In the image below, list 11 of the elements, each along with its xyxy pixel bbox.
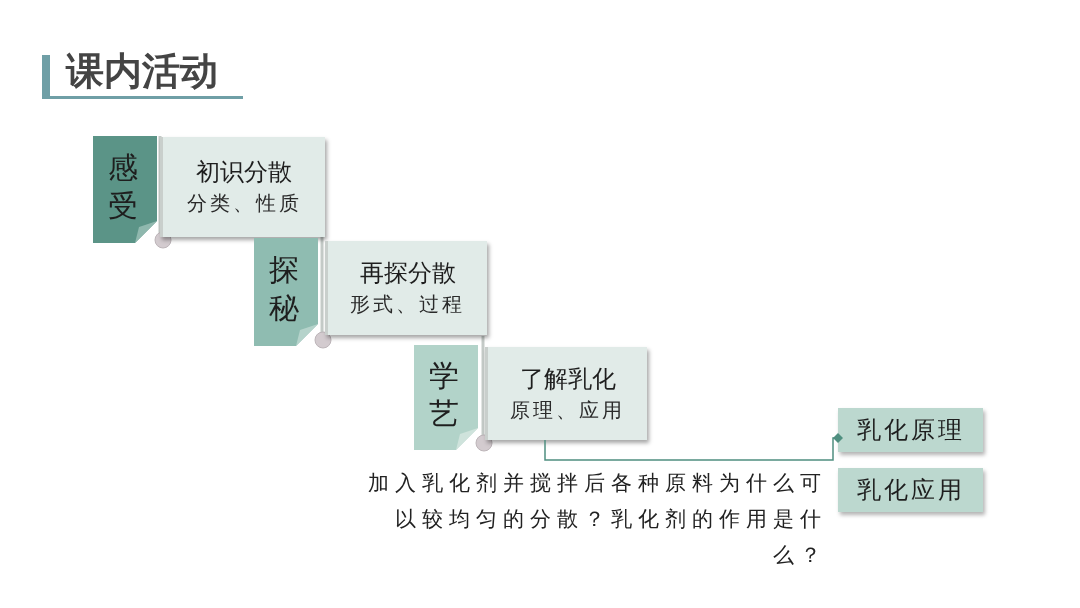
topic-card: 再探分散 形式、过程 (325, 241, 487, 335)
folded-tab: 学艺 (414, 345, 478, 450)
connector-line (544, 433, 843, 461)
topic-box: 乳化应用 (838, 468, 983, 512)
question-text: 加入乳化剂并搅拌后各种原料为什么可以较均匀的分散？乳化剂的作用是什么？ (367, 470, 827, 569)
folded-tab: 感受 (93, 136, 157, 243)
folded-tab: 探秘 (254, 238, 318, 346)
topic-card: 了解乳化 原理、应用 (485, 347, 647, 440)
topic-card: 初识分散 分类、性质 (160, 137, 325, 237)
title: 课内活动 (66, 48, 218, 95)
topic-box: 乳化原理 (838, 408, 983, 452)
